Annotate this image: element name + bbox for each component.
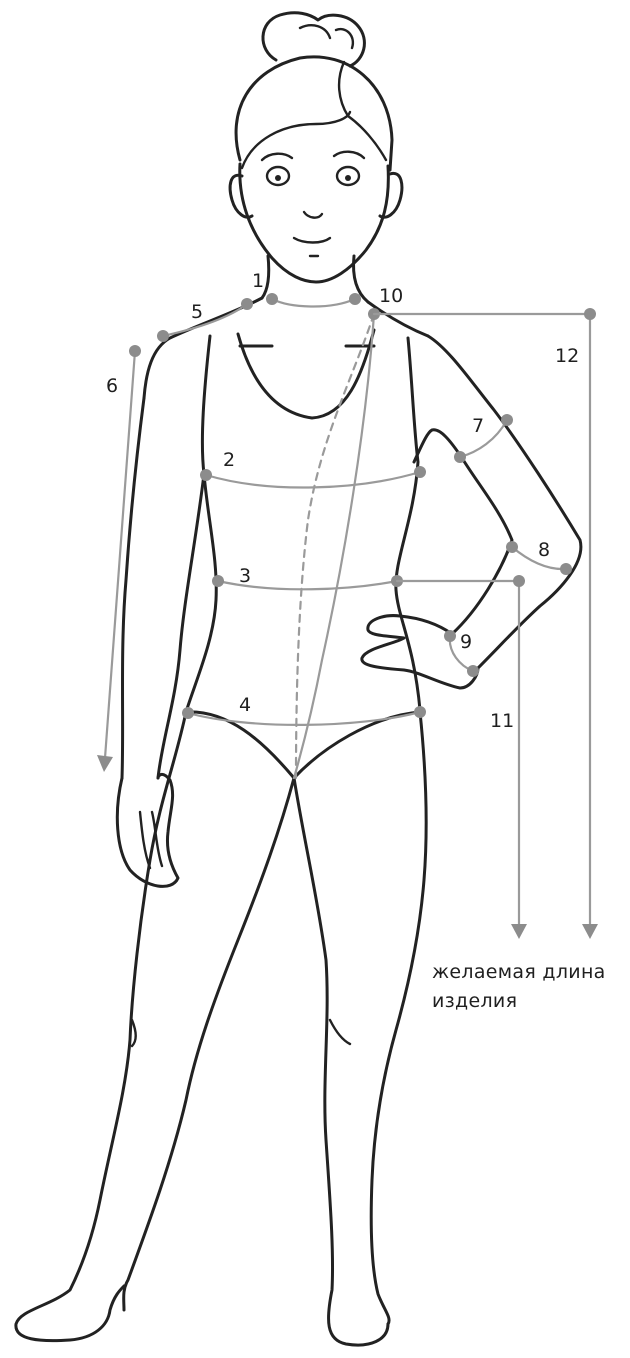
measure-5-shoulder-line	[163, 304, 247, 336]
measure-1-point-left	[266, 293, 278, 305]
measure-9-point-a	[444, 630, 456, 642]
label-1: 1	[252, 270, 264, 292]
torso-left	[186, 336, 216, 712]
label-5: 5	[191, 301, 203, 323]
caption-line-2: изделия	[432, 987, 627, 1016]
label-2: 2	[223, 449, 235, 471]
face-outline	[240, 164, 389, 282]
label-7: 7	[472, 415, 484, 437]
fringe-line	[242, 112, 350, 168]
measure-6-sleeve-line	[105, 351, 135, 758]
right-leg-outer	[371, 712, 426, 1324]
measure-11-length-line	[397, 581, 519, 928]
measure-5-point-a	[157, 330, 169, 342]
caption-line-1: желаемая длина	[432, 958, 627, 987]
left-pupil	[275, 175, 281, 181]
measure-7-point-a	[454, 451, 466, 463]
measure-6-arrow	[97, 755, 113, 772]
leotard-neckline	[238, 330, 374, 418]
label-12: 12	[555, 345, 579, 367]
measure-2-chest-line	[206, 472, 420, 487]
nose	[304, 212, 322, 218]
desired-length-caption: желаемая длина изделия	[432, 958, 627, 1016]
label-10: 10	[379, 285, 403, 307]
measure-12-arrow	[582, 924, 598, 939]
right-pupil	[345, 175, 351, 181]
measure-1-neck-line	[272, 299, 355, 307]
girl-outline	[16, 13, 581, 1345]
hair-top	[236, 57, 392, 170]
measure-8-point-a	[506, 541, 518, 553]
label-3: 3	[239, 565, 251, 587]
measure-4-point-right	[414, 706, 426, 718]
label-8: 8	[538, 539, 550, 561]
measure-1-point-right	[349, 293, 361, 305]
label-4: 4	[239, 694, 251, 716]
measure-2-point-right	[414, 466, 426, 478]
measure-5-point-b	[241, 298, 253, 310]
measure-11-arrow	[511, 924, 527, 939]
measure-3-point-left	[212, 575, 224, 587]
measure-6-point	[129, 345, 141, 357]
torso-right	[396, 338, 420, 710]
right-knee	[330, 1020, 350, 1044]
measure-4-point-left	[182, 707, 194, 719]
label-11: 11	[490, 710, 514, 732]
measure-11-point	[513, 575, 525, 587]
measure-10-inner-dashed	[296, 314, 374, 778]
measurement-labels: 1 10 5 12 6 7 2 8 3 9 4 11	[106, 270, 579, 732]
left-brow	[262, 154, 292, 160]
left-leg-outer	[16, 712, 186, 1341]
hair-bun-detail	[300, 25, 353, 48]
measure-9-point-b	[467, 665, 479, 677]
right-brow	[334, 152, 364, 158]
hair-parting	[339, 62, 386, 160]
mouth	[294, 238, 330, 243]
left-knee	[132, 1020, 136, 1046]
left-arm-outer	[122, 398, 144, 778]
measure-7-point-b	[501, 414, 513, 426]
measurement-lines	[97, 293, 598, 939]
label-6: 6	[106, 375, 118, 397]
measure-10-front-line	[294, 314, 374, 778]
measure-2-point-left	[200, 469, 212, 481]
measure-12-point	[584, 308, 596, 320]
measure-12-length-line	[374, 314, 590, 928]
right-arm-outer	[428, 336, 581, 668]
measure-8-point-b	[560, 563, 572, 575]
label-9: 9	[460, 631, 472, 653]
